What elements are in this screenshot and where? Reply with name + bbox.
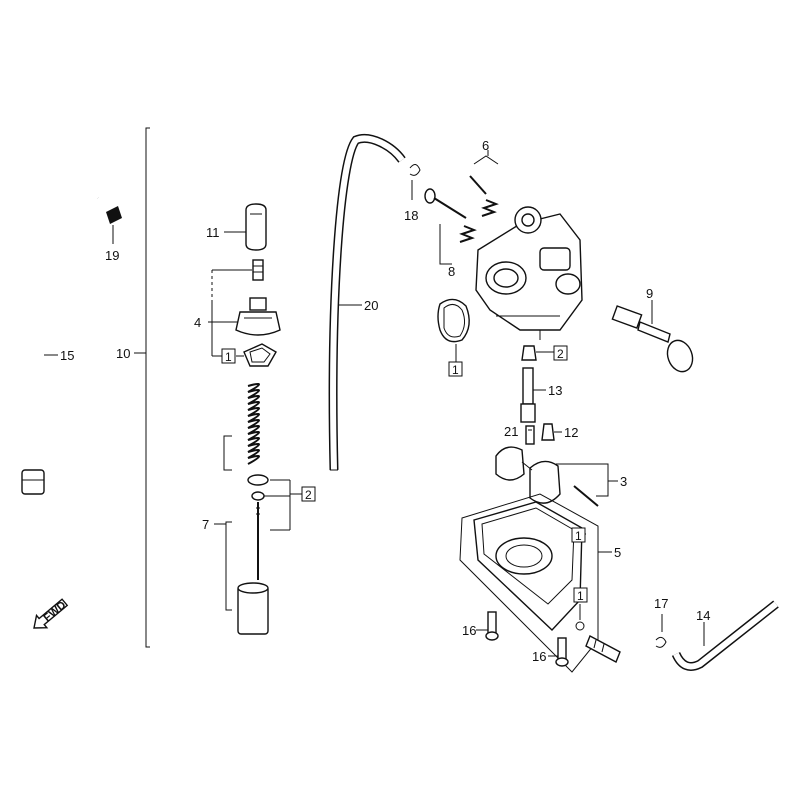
callout-19: 19 bbox=[105, 248, 119, 263]
part-needle bbox=[256, 502, 260, 580]
boxed-label-1-left: 1 bbox=[225, 350, 232, 364]
part-16-screw-a bbox=[476, 611, 499, 641]
callout-8: 8 bbox=[448, 264, 455, 279]
part-14-tube bbox=[671, 600, 779, 671]
callout-6: 6 bbox=[482, 138, 489, 153]
boxed-label-2-middle: 2 bbox=[557, 347, 564, 361]
callout-14: 14 bbox=[696, 608, 710, 623]
boxed-label-2-left: 2 bbox=[305, 488, 312, 502]
callout-4: 4 bbox=[194, 315, 201, 330]
callout-20: 20 bbox=[364, 298, 378, 313]
boxed-label-1-chamber-bottom: 1 bbox=[577, 589, 584, 603]
part-3-float bbox=[495, 446, 618, 507]
callout-16-a: 16 bbox=[462, 623, 476, 638]
callout-9: 9 bbox=[646, 286, 653, 301]
boxed-ref-1-chamber-bottom bbox=[573, 587, 588, 603]
part-15-tube bbox=[21, 182, 100, 495]
fwd-arrow: FWD bbox=[33, 598, 68, 629]
part-11-cap bbox=[224, 203, 267, 251]
part-9-choke bbox=[611, 300, 694, 373]
part-7-throttle-valve bbox=[214, 521, 269, 635]
callout-3: 3 bbox=[620, 474, 627, 489]
callout-13: 13 bbox=[548, 383, 562, 398]
part-4-top-nut bbox=[208, 297, 281, 336]
boxed-ref-2-middle bbox=[553, 345, 568, 361]
callout-18: 18 bbox=[404, 208, 418, 223]
callout-21: 21 bbox=[504, 424, 518, 439]
callout-17: 17 bbox=[654, 596, 668, 611]
carburetor-body bbox=[475, 206, 583, 340]
part-clip-2 bbox=[247, 474, 291, 531]
part-8-screw bbox=[424, 188, 477, 265]
part-16-screw-b bbox=[548, 637, 569, 667]
part-21-jet bbox=[525, 425, 535, 445]
callout-12: 12 bbox=[564, 425, 578, 440]
part-20-tube bbox=[328, 134, 406, 471]
part-gasket-1 bbox=[211, 300, 277, 367]
callout-5: 5 bbox=[614, 545, 621, 560]
boxed-ref-1-middle bbox=[448, 361, 463, 377]
part-spring bbox=[223, 383, 260, 471]
callout-16-b: 16 bbox=[532, 649, 546, 664]
part-18-clip bbox=[409, 164, 421, 200]
callout-11: 11 bbox=[206, 225, 220, 240]
part-13-needle-jet bbox=[520, 367, 546, 423]
part-oring-1 bbox=[437, 298, 470, 362]
callout-10: 10 bbox=[116, 346, 130, 361]
callout-7: 7 bbox=[202, 517, 209, 532]
callout-15: 15 bbox=[60, 348, 74, 363]
part-5-float-chamber bbox=[459, 493, 612, 673]
part-19-clip bbox=[106, 206, 122, 244]
part-17-clip bbox=[655, 614, 667, 648]
boxed-label-1-middle: 1 bbox=[452, 363, 459, 377]
part-drain-screw bbox=[575, 604, 621, 663]
boxed-label-1-chamber-top: 1 bbox=[575, 529, 582, 543]
part-12-float-valve bbox=[541, 423, 562, 441]
part-jet-2 bbox=[521, 345, 554, 361]
boxed-ref-1-chamber-top bbox=[571, 527, 586, 543]
boxed-ref-1-left bbox=[221, 348, 236, 364]
part-adjuster bbox=[211, 259, 264, 300]
part-6-pilot-screw bbox=[469, 150, 499, 217]
bracket-10 bbox=[134, 127, 150, 648]
